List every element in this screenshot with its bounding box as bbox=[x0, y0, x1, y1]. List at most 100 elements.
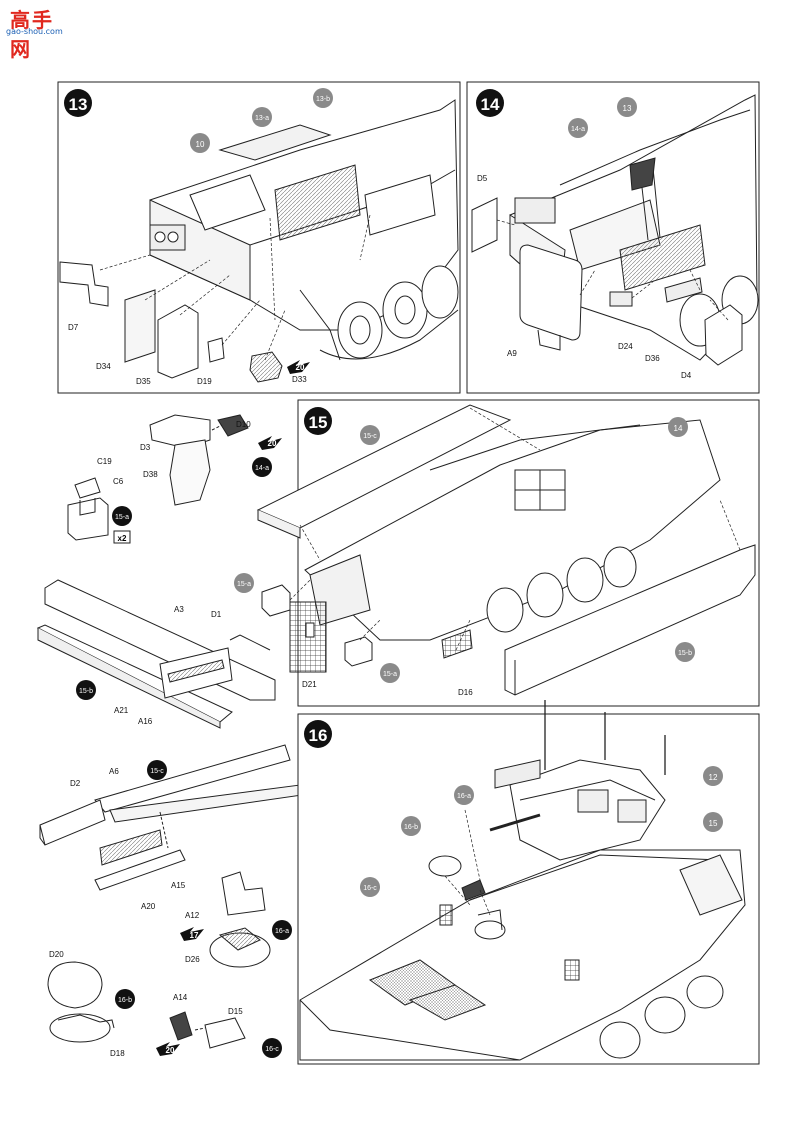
svg-text:16-b: 16-b bbox=[118, 997, 132, 1004]
part-label: A21 bbox=[114, 706, 129, 715]
part-label: A6 bbox=[109, 767, 119, 776]
part-label: D19 bbox=[197, 377, 212, 386]
subassembly-15c-drawing bbox=[39, 744, 303, 891]
part-d36 bbox=[664, 277, 703, 303]
svg-text:13: 13 bbox=[623, 104, 632, 113]
svg-text:20: 20 bbox=[166, 1046, 175, 1055]
part-label: D36 bbox=[645, 354, 660, 363]
svg-text:15-a: 15-a bbox=[237, 581, 251, 588]
svg-text:15: 15 bbox=[309, 413, 328, 432]
svg-text:16-c: 16-c bbox=[265, 1046, 279, 1053]
subassembly-14a-drawing bbox=[149, 414, 249, 506]
panel-step-14 bbox=[466, 81, 760, 394]
sub-badge-15a: 15-a bbox=[112, 506, 132, 526]
svg-text:16: 16 bbox=[309, 726, 328, 745]
svg-text:15-a: 15-a bbox=[115, 514, 129, 521]
part-d7-plate bbox=[59, 261, 109, 307]
ref-badge: 16-a bbox=[454, 785, 474, 805]
ref-badge: 15-a bbox=[234, 573, 254, 593]
part-label: C6 bbox=[113, 477, 124, 486]
part-a9-door bbox=[519, 244, 583, 341]
part-d35-box bbox=[157, 304, 199, 379]
ref-badge: 13-a bbox=[252, 107, 272, 127]
quantity-box: x2 bbox=[113, 530, 131, 544]
part-label: D35 bbox=[136, 377, 151, 386]
svg-text:14-a: 14-a bbox=[571, 126, 585, 133]
part-label: D34 bbox=[96, 362, 111, 371]
star-arrow-marker: 17 bbox=[180, 927, 204, 941]
step-badge-15: 15 bbox=[304, 407, 332, 435]
step-badge-14: 14 bbox=[476, 89, 504, 117]
svg-text:15: 15 bbox=[709, 819, 718, 828]
ref-badge: 13-b bbox=[313, 88, 333, 108]
part-label: A20 bbox=[141, 902, 156, 911]
part-label: A14 bbox=[173, 993, 188, 1002]
part-label: D24 bbox=[618, 342, 633, 351]
svg-text:15-b: 15-b bbox=[79, 688, 93, 695]
part-d5 bbox=[471, 197, 498, 253]
parts-14 bbox=[471, 197, 743, 366]
vehicle-drawing-16 bbox=[299, 700, 746, 1061]
watermark-brand: 高手网 bbox=[10, 8, 54, 61]
part-label: D7 bbox=[68, 323, 79, 332]
svg-text:16-b: 16-b bbox=[404, 824, 418, 831]
svg-text:14: 14 bbox=[481, 95, 500, 114]
part-label: D1 bbox=[211, 610, 222, 619]
sub-badge-16c: 16-c bbox=[262, 1038, 282, 1058]
leader-lines-14 bbox=[496, 219, 729, 321]
ref-badge: 12 bbox=[703, 766, 723, 786]
sub-badge-14a: 14-a bbox=[252, 457, 272, 477]
ref-badge: 10 bbox=[190, 133, 210, 153]
part-label: D38 bbox=[143, 470, 158, 479]
subassembly-16a-drawing bbox=[209, 871, 271, 968]
svg-text:20: 20 bbox=[296, 363, 305, 372]
star-arrow-marker: 20 bbox=[258, 436, 282, 450]
part-label: A9 bbox=[507, 349, 517, 358]
part-label: A16 bbox=[138, 717, 153, 726]
part-label: D2 bbox=[70, 779, 81, 788]
parts-13 bbox=[59, 261, 283, 383]
part-label: D4 bbox=[681, 371, 692, 380]
svg-text:13-a: 13-a bbox=[255, 115, 269, 122]
ref-badge: 15 bbox=[703, 812, 723, 832]
svg-text:15-c: 15-c bbox=[363, 433, 377, 440]
ref-badge: 14-a bbox=[568, 118, 588, 138]
star-arrow-marker: 20 bbox=[156, 1042, 180, 1056]
ref-badge: 15-a bbox=[380, 663, 400, 683]
svg-text:13: 13 bbox=[69, 95, 88, 114]
part-label: A3 bbox=[174, 605, 184, 614]
watermark-url: gao-shou.com bbox=[6, 27, 63, 36]
part-labels: D7 D34 D35 D19 D33 D5 A9 D24 D36 D4 D21 … bbox=[49, 174, 692, 1058]
svg-text:15-a: 15-a bbox=[383, 671, 397, 678]
vehicle-drawing-15 bbox=[256, 404, 756, 696]
sub-badge-15b: 15-b bbox=[76, 680, 96, 700]
svg-text:10: 10 bbox=[196, 140, 205, 149]
subassembly-15b-drawing bbox=[36, 579, 276, 729]
step-badge-16: 16 bbox=[304, 720, 332, 748]
part-d24 bbox=[609, 291, 633, 307]
svg-text:16-c: 16-c bbox=[363, 885, 377, 892]
watermark-logo: 高手网 gao-shou.com bbox=[4, 4, 74, 61]
svg-text:15-c: 15-c bbox=[150, 768, 164, 775]
ref-badge: 13 bbox=[617, 97, 637, 117]
star-arrow-marker: 20 bbox=[287, 360, 310, 374]
svg-text:14-a: 14-a bbox=[255, 465, 269, 472]
part-label: D3 bbox=[140, 443, 151, 452]
part-label: D20 bbox=[49, 950, 64, 959]
part-label: A12 bbox=[185, 911, 200, 920]
ref-badge: 16-c bbox=[360, 877, 380, 897]
svg-text:16-a: 16-a bbox=[457, 793, 471, 800]
subassembly-16c-drawing bbox=[169, 1011, 246, 1049]
subassembly-15a-drawing bbox=[67, 477, 109, 541]
leader-lines-15 bbox=[289, 407, 741, 651]
sub-badge-16b: 16-b bbox=[115, 989, 135, 1009]
ref-badge: 16-b bbox=[401, 816, 421, 836]
step-badge-13: 13 bbox=[64, 89, 92, 117]
leader-lines-13 bbox=[99, 214, 371, 361]
part-label: D16 bbox=[458, 688, 473, 697]
ref-badge: 15-b bbox=[675, 642, 695, 662]
part-label: D5 bbox=[477, 174, 488, 183]
part-label: D10 bbox=[236, 420, 251, 429]
subassembly-16b-drawing bbox=[47, 961, 115, 1043]
